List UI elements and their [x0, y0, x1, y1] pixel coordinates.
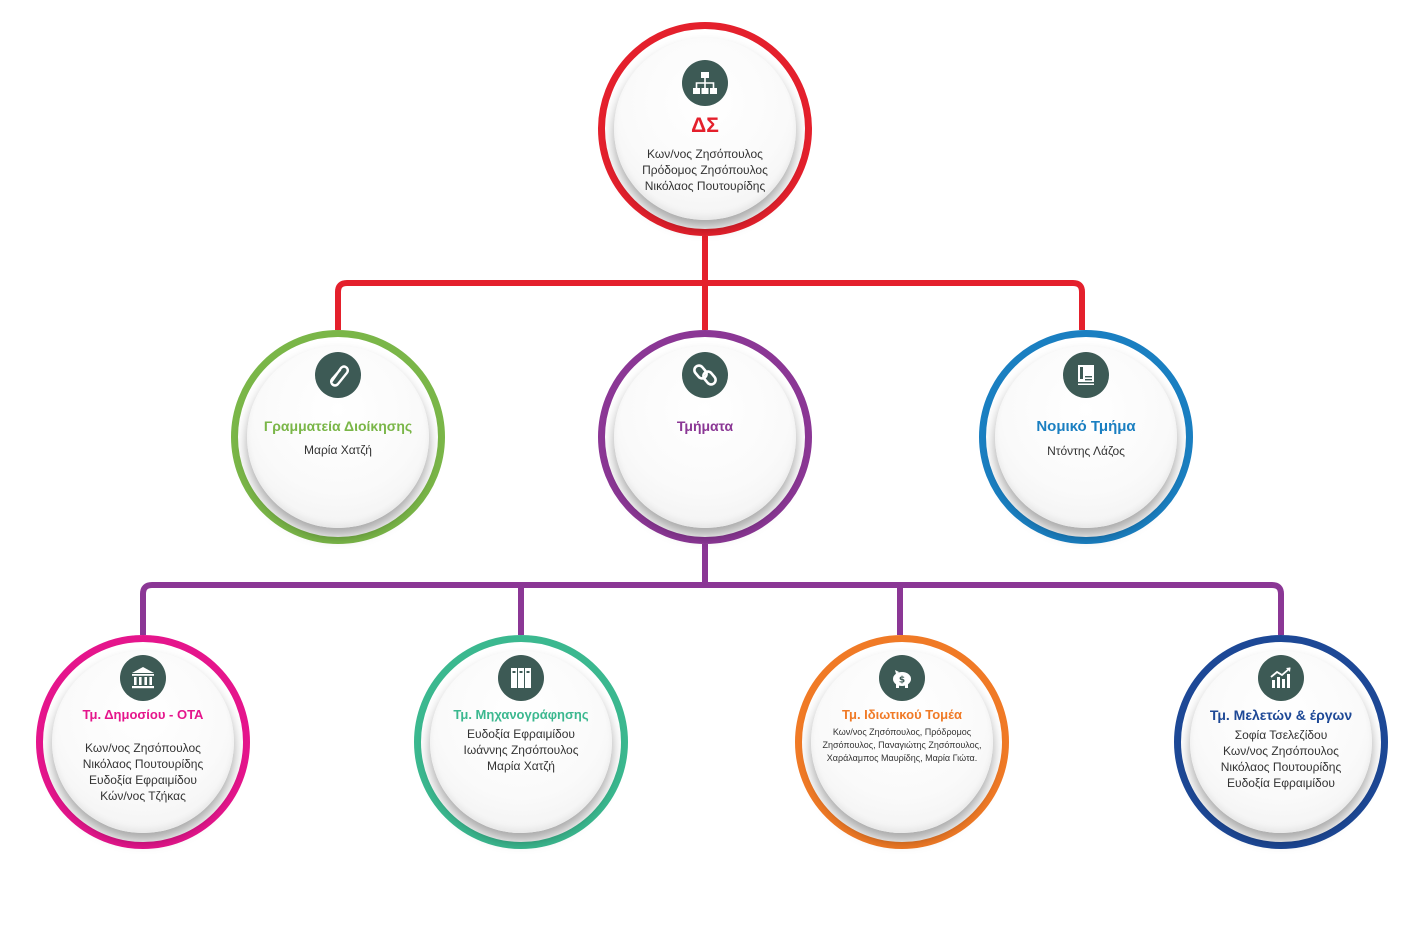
person: Κών/νος Τζήκας [100, 789, 186, 803]
node-studies-title: Τμ. Μελετών & έργων [1209, 707, 1353, 723]
node-public-sector-people: Κων/νος Ζησόπουλος Νικόλαος Πουτουρίδης … [83, 740, 204, 804]
node-board-people: Κων/νος Ζησόπουλος Πρόδομος Ζησόπουλος Ν… [642, 146, 768, 194]
node-secretariat-title: Γραμματεία Διοίκησης [263, 418, 413, 434]
government-building-icon [120, 655, 166, 701]
person: Νικόλαος Πουτουρίδης [1220, 760, 1342, 774]
node-public-sector-title: Τμ. Δημοσίου - ΟΤΑ [82, 707, 204, 722]
node-computing-title: Τμ. Μηχανογράφησης [453, 707, 589, 722]
person: Ευδοξία Εφραιμίδου [467, 727, 575, 741]
node-legal-title: Νομικό Τμήμα [1036, 418, 1136, 435]
node-computing-people: Ευδοξία Εφραιμίδου Ιωάννης Ζησόπουλος Μα… [464, 726, 579, 774]
svg-text:$: $ [899, 676, 905, 686]
book-icon [1063, 352, 1109, 398]
node-public-sector: Τμ. Δημοσίου - ΟΤΑ Κων/νος Ζησόπουλος Νι… [36, 635, 250, 849]
binders-icon [498, 655, 544, 701]
node-legal-people: Ντόντης Λάζος [1047, 443, 1125, 459]
node-board: ΔΣ Κων/νος Ζησόπουλος Πρόδομος Ζησόπουλο… [598, 22, 812, 236]
connector-top-bar [335, 280, 1085, 330]
piggy-bank-icon: $ [879, 655, 925, 701]
person: Μαρία Χατζή [487, 759, 555, 773]
person: Ευδοξία Εφραιμίδου [89, 773, 197, 787]
node-private-sector-title: Τμ. Ιδιωτικού Τομέα [842, 707, 962, 722]
person: Νικόλαος Πουτουρίδης [82, 757, 204, 771]
person: Ντόντης Λάζος [1047, 444, 1125, 458]
node-departments: Τμήματα [598, 330, 812, 544]
person: Κων/νος Ζησόπουλος [85, 741, 201, 755]
person: Κων/νος Ζησόπουλος [647, 147, 763, 161]
person: Κων/νος Ζησόπουλος [1223, 744, 1339, 758]
node-secretariat: Γραμματεία Διοίκησης Μαρία Χατζή [231, 330, 445, 544]
person: Ευδοξία Εφραιμίδου [1227, 776, 1335, 790]
paperclip-icon [315, 352, 361, 398]
node-legal: Νομικό Τμήμα Ντόντης Λάζος [979, 330, 1193, 544]
person: Ιωάννης Ζησόπουλος [463, 743, 579, 757]
person: Πρόδομος Ζησόπουλος [642, 163, 768, 177]
org-chart-icon [682, 60, 728, 106]
connector-bottom-bar [140, 582, 1284, 635]
person: Νικόλαος Πουτουρίδης [644, 179, 766, 193]
node-private-sector: $ Τμ. Ιδιωτικού Τομέα Κων/νος Ζησόπουλος… [795, 635, 1009, 849]
node-board-title: ΔΣ [691, 114, 719, 137]
node-computing: Τμ. Μηχανογράφησης Ευδοξία Εφραιμίδου Ιω… [414, 635, 628, 849]
node-studies: Τμ. Μελετών & έργων Σοφία Τσελεζίδου Κων… [1174, 635, 1388, 849]
person: Σοφία Τσελεζίδου [1234, 728, 1328, 742]
node-departments-title: Τμήματα [676, 418, 734, 434]
node-secretariat-people: Μαρία Χατζή [304, 442, 372, 458]
growth-chart-icon [1258, 655, 1304, 701]
node-private-sector-people: Κων/νος Ζησόπουλος, Πρόδρομος Ζησόπουλος… [822, 727, 982, 763]
person: Μαρία Χατζή [304, 443, 372, 457]
chain-link-icon [682, 352, 728, 398]
node-studies-people: Σοφία Τσελεζίδου Κων/νος Ζησόπουλος Νικό… [1221, 727, 1342, 791]
